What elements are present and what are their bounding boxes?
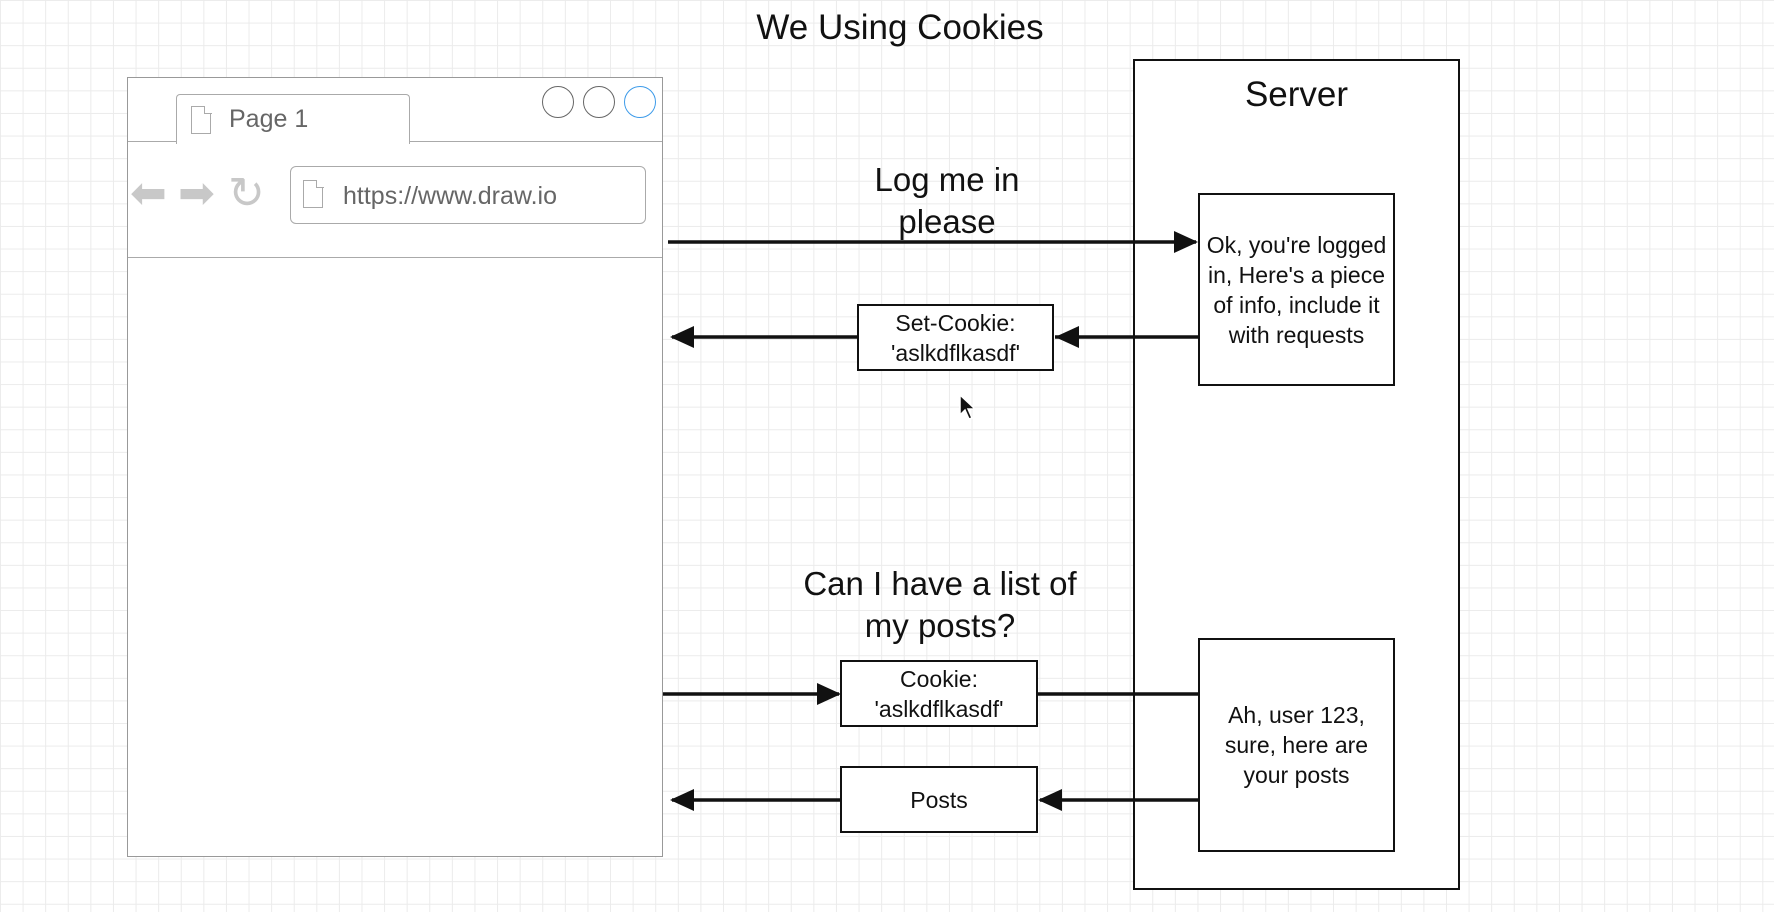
page-icon bbox=[191, 105, 212, 134]
page-icon bbox=[303, 179, 324, 208]
window-control-icon[interactable] bbox=[624, 86, 656, 118]
arrowhead bbox=[670, 326, 694, 348]
address-bar[interactable]: https://www.draw.io bbox=[290, 166, 646, 224]
posts-response-box: Ah, user 123, sure, here are your posts bbox=[1198, 638, 1395, 852]
posts-box: Posts bbox=[840, 766, 1038, 833]
back-arrow-icon[interactable]: ⬅ bbox=[130, 168, 167, 219]
server-label: Server bbox=[1244, 75, 1349, 114]
arrowhead bbox=[1038, 789, 1062, 811]
arrowhead bbox=[1174, 231, 1198, 253]
posts-response-text: Ah, user 123, sure, here are your posts bbox=[1224, 702, 1369, 788]
posts-request-label: Can I have a list of my posts? bbox=[803, 565, 1077, 644]
login-response-box: Ok, you're logged in, Here's a piece of … bbox=[1198, 193, 1395, 386]
browser-window: Page 1 ⬅ ➡ ↻ https://www.draw.io bbox=[127, 77, 663, 857]
login-response-text: Ok, you're logged in, Here's a piece of … bbox=[1206, 231, 1387, 348]
browser-tab[interactable]: Page 1 bbox=[176, 94, 410, 144]
set-cookie-box: Set-Cookie: 'aslkdflkasdf' bbox=[857, 304, 1054, 371]
window-control-icon[interactable] bbox=[583, 86, 615, 118]
cookie-text: Cookie: 'aslkdflkasdf' bbox=[874, 665, 1004, 722]
forward-arrow-icon[interactable]: ➡ bbox=[178, 168, 215, 219]
diagram-title: We Using Cookies bbox=[756, 8, 1044, 47]
mouse-cursor-icon bbox=[959, 393, 977, 420]
login-request-label: Log me in please bbox=[874, 161, 1020, 240]
set-cookie-text: Set-Cookie: 'aslkdflkasdf' bbox=[891, 309, 1020, 366]
cookie-box: Cookie: 'aslkdflkasdf' bbox=[840, 660, 1038, 727]
window-control-icon[interactable] bbox=[542, 86, 574, 118]
tab-label: Page 1 bbox=[229, 105, 309, 133]
arrowhead bbox=[670, 789, 694, 811]
arrowhead bbox=[1055, 326, 1079, 348]
reload-icon[interactable]: ↻ bbox=[228, 168, 265, 219]
browser-tab-bar: Page 1 bbox=[128, 78, 662, 144]
arrowhead bbox=[817, 683, 841, 705]
browser-nav-bar: ⬅ ➡ ↻ https://www.draw.io bbox=[128, 142, 662, 258]
url-text: https://www.draw.io bbox=[343, 182, 557, 210]
posts-text: Posts bbox=[910, 786, 968, 813]
